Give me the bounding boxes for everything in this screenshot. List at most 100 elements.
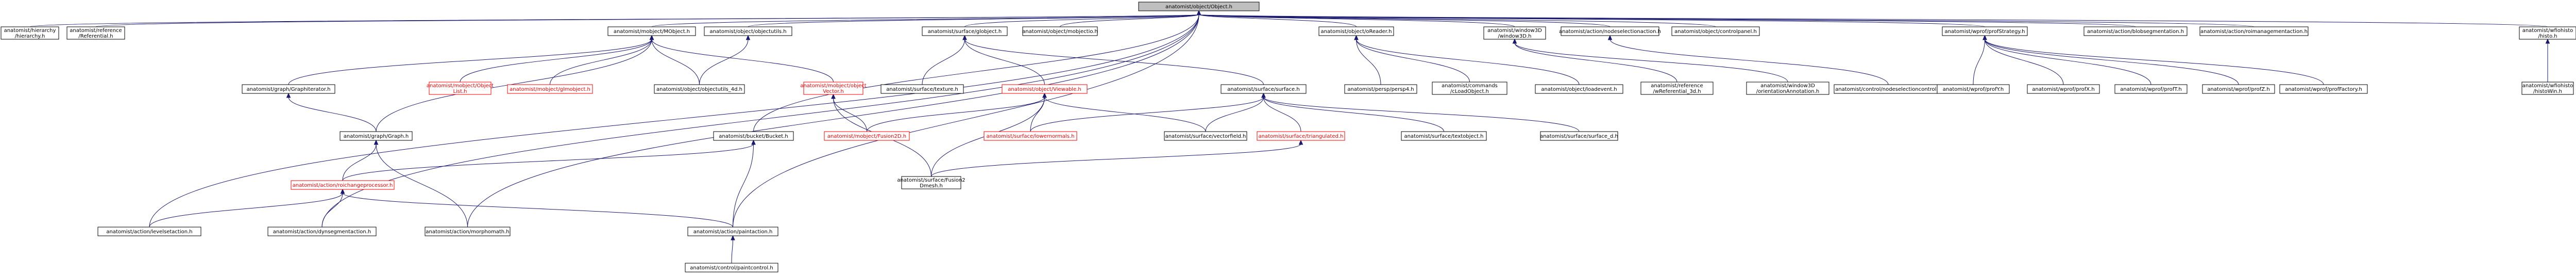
header-node[interactable]: anatomist/surface/texture.h xyxy=(880,84,964,94)
edge-arrowhead xyxy=(2545,38,2550,44)
header-node[interactable]: anatomist/action/dynsegmentaction.h xyxy=(267,227,377,236)
header-node[interactable]: anatomist/control/paintcontrol.h xyxy=(685,263,778,272)
header-node[interactable]: anatomist/action/nodeselectionaction.h xyxy=(1559,26,1661,36)
node-label: anatomist/object/objectutils.h xyxy=(709,29,786,35)
node-label: /hierarchy.h xyxy=(15,34,45,39)
header-node[interactable]: anatomist/reference/wReferential_3d.h xyxy=(1640,82,1714,95)
header-node[interactable]: anatomist/wprof/profFactory.h xyxy=(2279,84,2368,94)
dependency-edge xyxy=(95,14,1199,27)
header-node[interactable]: anatomist/object/objectutils_4d.h xyxy=(654,84,745,94)
header-node[interactable]: anatomist/reference/Referential.h xyxy=(66,26,125,40)
header-node[interactable]: anatomist/hierarchy/hierarchy.h xyxy=(1,26,59,40)
node-label: anatomist/action/blobsegmentation.h xyxy=(2087,29,2184,35)
node-box xyxy=(2027,84,2100,94)
edge-arrowhead xyxy=(1354,35,1359,40)
header-node[interactable]: anatomist/mobject/Fusion2D.h xyxy=(824,131,910,141)
header-node[interactable]: anatomist/control/nodeselectioncontrol.h xyxy=(1834,84,1943,94)
node-label: anatomist/surface/lowernormals.h xyxy=(987,134,1075,139)
dependency-edge xyxy=(1263,97,1444,132)
dependency-edge xyxy=(1985,39,2239,85)
header-node[interactable]: anatomist/action/roichangeprocessor.h xyxy=(291,180,395,190)
dependency-edge xyxy=(342,143,754,181)
header-node[interactable]: anatomist/action/morphomath.h xyxy=(425,227,511,236)
header-node[interactable]: anatomist/commands/cLoadObject.h xyxy=(1432,82,1507,95)
header-node[interactable]: anatomist/wprof/profX.h xyxy=(2027,84,2100,94)
node-box xyxy=(2202,84,2275,94)
node-label: anatomist/reference xyxy=(70,28,122,34)
node-box xyxy=(880,84,964,94)
header-node[interactable]: anatomist/mobject/glmobject.h xyxy=(507,84,593,94)
edge-arrowhead xyxy=(1042,92,1047,98)
dependency-edge xyxy=(1356,39,1580,85)
header-node[interactable]: anatomist/surface/textobject.h xyxy=(1401,131,1487,141)
header-node[interactable]: anatomist/action/levelsetaction.h xyxy=(97,227,201,236)
dependency-edge xyxy=(731,239,733,264)
node-label: anatomist/hierarchy xyxy=(4,28,56,34)
header-node[interactable]: anatomist/object/mobjectio.h xyxy=(1022,26,1098,36)
node-box xyxy=(1942,26,2028,36)
node-label: /window3D.h xyxy=(1498,34,1532,39)
header-node[interactable]: anatomist/action/roimanagementaction.h xyxy=(2199,26,2309,36)
header-node[interactable]: anatomist/wprof/profZ.h xyxy=(2202,84,2275,94)
header-node[interactable]: anatomist/object/Viewable.h xyxy=(1002,84,1088,94)
header-node[interactable]: anatomist/surface/triangulated.h xyxy=(1257,131,1345,141)
node-box xyxy=(340,131,413,141)
edge-arrowhead xyxy=(1298,139,1303,145)
node-label: anatomist/surface/vectorfield.h xyxy=(1165,134,1246,139)
header-node[interactable]: anatomist/wprof/profStrategy.h xyxy=(1942,26,2028,36)
node-label: anatomist/object/controlpanel.h xyxy=(1674,29,1757,35)
dependency-edge xyxy=(931,143,1301,177)
edge-arrowhead xyxy=(831,93,836,99)
node-box xyxy=(654,84,745,94)
header-node[interactable]: anatomist/wfiohisto/histo.h xyxy=(2519,26,2576,40)
header-node[interactable]: anatomist/surface/vectorfield.h xyxy=(1164,131,1247,141)
node-label: anatomist/reference xyxy=(1651,83,1703,89)
node-label: anatomist/object/mobjectio.h xyxy=(1022,29,1098,35)
dependency-edge xyxy=(964,39,1045,85)
node-box xyxy=(2521,82,2574,95)
dependency-edge xyxy=(29,14,1199,27)
node-label: /orientationAnnotation.h xyxy=(1756,89,1819,94)
edge-arrowhead xyxy=(1607,35,1613,40)
header-node[interactable]: anatomist/surface/lowernormals.h xyxy=(984,131,1077,141)
edge-arrowhead xyxy=(731,235,735,240)
header-node[interactable]: anatomist/surface/globject.h xyxy=(922,26,1008,36)
header-node[interactable]: anatomist/object/loadevent.h xyxy=(1535,84,1623,94)
header-node[interactable]: anatomist/wprof/profY.h xyxy=(1937,84,2010,94)
header-node[interactable]: anatomist/action/paintaction.h xyxy=(687,227,778,236)
node-label: anatomist/wprof/profStrategy.h xyxy=(1945,29,2025,35)
header-node[interactable]: anatomist/window3D/window3D.h xyxy=(1483,26,1546,40)
header-node[interactable]: anatomist/persp/persp4.h xyxy=(1344,84,1417,94)
header-node[interactable]: anatomist/object/oReader.h xyxy=(1318,26,1394,36)
node-label: anatomist/control/paintcontrol.h xyxy=(690,265,773,271)
header-node[interactable]: anatomist/object/controlpanel.h xyxy=(1671,26,1760,36)
node-label: anatomist/action/morphomath.h xyxy=(426,229,509,235)
header-node[interactable]: anatomist/mobject/MObject.h xyxy=(607,26,696,36)
header-node[interactable]: anatomist/bucket/Bucket.h xyxy=(713,131,794,141)
node-box xyxy=(2114,84,2188,94)
node-label: anatomist/surface/triangulated.h xyxy=(1259,134,1344,139)
node-label: anatomist/object/oReader.h xyxy=(1321,29,1392,35)
dependency-edge xyxy=(733,143,754,228)
header-node[interactable]: anatomist/wprof/profT.h xyxy=(2114,84,2188,94)
header-node[interactable]: anatomist/object/objectutils.h xyxy=(704,26,792,36)
header-node[interactable]: anatomist/surface/surface.h xyxy=(1221,84,1307,94)
dependency-edge xyxy=(833,98,867,132)
header-node[interactable]: anatomist/graph/Graphiterator.h xyxy=(242,84,335,94)
header-node[interactable]: anatomist/action/blobsegmentation.h xyxy=(2083,26,2188,36)
edge-arrowhead xyxy=(649,35,654,40)
dependency-edge xyxy=(1044,97,1206,132)
dependency-edge xyxy=(550,39,652,85)
header-node[interactable]: anatomist/window3D/orientationAnnotation… xyxy=(1746,82,1829,95)
edge-arrowhead xyxy=(1261,92,1266,98)
header-node[interactable]: anatomist/wfiohisto/histoWin.h xyxy=(2521,82,2574,95)
node-label: anatomist/wfiohisto xyxy=(2522,28,2573,34)
header-node[interactable]: anatomist/graph/Graph.h xyxy=(340,131,413,141)
header-node[interactable]: anatomist/surface/surface_d.h xyxy=(1540,131,1618,141)
node-label: anatomist/wprof/profT.h xyxy=(2120,87,2181,92)
node-label: anatomist/mobject/object xyxy=(800,83,866,89)
